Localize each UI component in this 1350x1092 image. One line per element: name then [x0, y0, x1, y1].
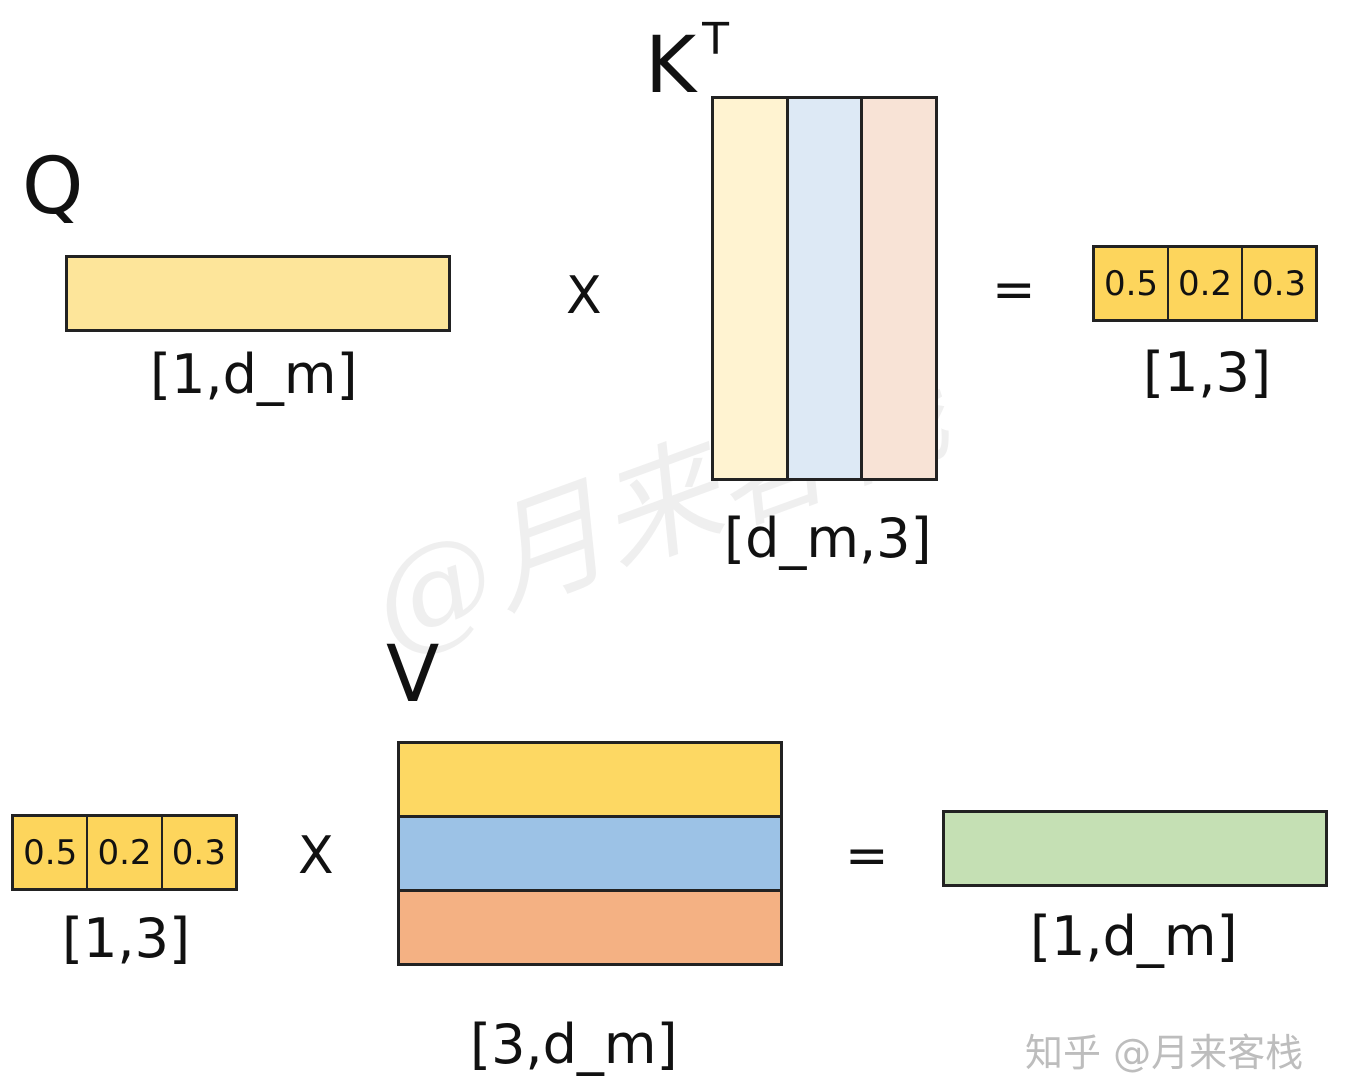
output-vector [942, 810, 1328, 887]
equals-sign-top: = [992, 260, 1036, 320]
kt-column-2 [788, 99, 864, 478]
score-cell: 0.5 [1095, 248, 1169, 319]
output-dim-label: [1,d_m] [1030, 905, 1238, 968]
scores-vector-bottom: 0.5 0.2 0.3 [11, 814, 238, 891]
kt-matrix [711, 96, 938, 481]
scores-dim-label-bottom: [1,3] [62, 907, 191, 970]
equals-sign-bottom: = [845, 826, 889, 886]
kt-column-3 [863, 99, 936, 478]
v-label: V [386, 630, 440, 720]
multiply-sign-bottom: X [298, 826, 334, 886]
scores-dim-label-top: [1,3] [1143, 341, 1272, 404]
multiply-sign-top: X [566, 266, 602, 326]
kt-column-1 [714, 99, 789, 478]
score-cell: 0.2 [88, 817, 163, 888]
q-label: Q [22, 142, 84, 232]
kt-dim-label: [d_m,3] [724, 507, 932, 570]
k-letter: K [645, 21, 697, 111]
score-cell: 0.3 [171, 832, 226, 873]
q-matrix [65, 255, 451, 332]
score-cell: 0.2 [1169, 248, 1243, 319]
transpose-superscript: T [702, 14, 730, 65]
footer-watermark: 知乎 @月来客栈 [1025, 1031, 1304, 1075]
scores-vector-top: 0.5 0.2 0.3 [1092, 245, 1318, 322]
v-matrix [397, 741, 783, 966]
score-cell: 0.5 [14, 817, 89, 888]
v-row-3 [400, 892, 780, 963]
score-cell: 0.3 [1251, 263, 1307, 304]
v-dim-label: [3,d_m] [470, 1013, 678, 1076]
v-row-1 [400, 744, 780, 818]
v-row-2 [400, 818, 780, 892]
q-dim-label: [1,d_m] [150, 343, 358, 406]
